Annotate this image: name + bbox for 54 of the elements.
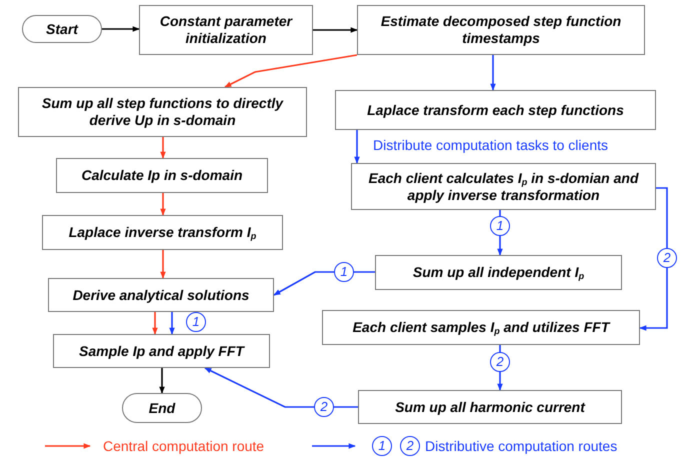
arrow: [169, 312, 175, 335]
edge-label: Distribute computation tasks to clients: [373, 137, 608, 153]
node-text: Calculate Ip in s-domain: [81, 167, 243, 184]
process-box: [357, 5, 645, 55]
node-text: Laplace transform each step functions: [367, 102, 624, 118]
process-box: [56, 158, 268, 193]
node-text: Estimate decomposed step function timestamps: [380, 13, 622, 47]
process-box: [18, 87, 307, 137]
process-box: [48, 278, 274, 312]
edge-label: 1: [334, 262, 354, 282]
arrow: [273, 271, 375, 296]
process-box: [335, 90, 656, 130]
legend-text: Distributive computation routes: [425, 438, 618, 454]
arrow: [313, 27, 358, 33]
arrow: [159, 368, 165, 394]
arrow: [160, 250, 166, 279]
process-box: [139, 5, 313, 55]
process-box: [42, 215, 283, 250]
arrow: [497, 345, 503, 391]
edge-label: 1: [490, 216, 510, 236]
arrow: [224, 54, 358, 88]
node-text: Sum up all harmonic current: [395, 398, 585, 416]
terminal-box: [122, 393, 202, 423]
process-box: [322, 310, 640, 345]
arrow: [639, 187, 668, 331]
edge-label: 2: [657, 248, 677, 268]
process-box: [351, 163, 656, 210]
arrow: [152, 312, 158, 335]
node-text: Sample Ip and apply FFT: [79, 342, 244, 360]
arrow: [490, 55, 496, 91]
node-text: Laplace inverse transform I$_{p}$: [68, 224, 256, 241]
node-text: Each client calculates I$_{p}$ in s-domian and apply inverse transformation: [367, 170, 640, 204]
legend-text: Central computation route: [103, 438, 264, 454]
node-text: Constant parameter initialization: [158, 13, 294, 47]
arrow: [160, 193, 166, 216]
node-text: Derive analytical solutions: [72, 286, 250, 304]
edge-label: 2: [314, 397, 334, 417]
arrow: [160, 137, 166, 159]
process-box: [375, 255, 622, 290]
route-number: 2: [400, 436, 420, 456]
arrow: [204, 367, 358, 408]
node-text: Sum up all independent I$_{p}$: [412, 264, 584, 281]
arrow: [102, 26, 140, 32]
node-text: Each client samples I$_{p}$ and utilizes FFT: [352, 319, 610, 336]
arrow: [354, 130, 360, 164]
route-number: 1: [372, 436, 392, 456]
edge-label: 2: [490, 352, 510, 372]
node-text: Start: [46, 20, 78, 38]
process-box: [358, 390, 622, 424]
process-box: [53, 334, 270, 368]
edge-label: 1: [186, 312, 206, 332]
terminal-box: [22, 15, 102, 43]
node-text: Sum up all step functions to directly derive Up in s-domain: [40, 95, 284, 129]
node-text: End: [148, 400, 176, 416]
